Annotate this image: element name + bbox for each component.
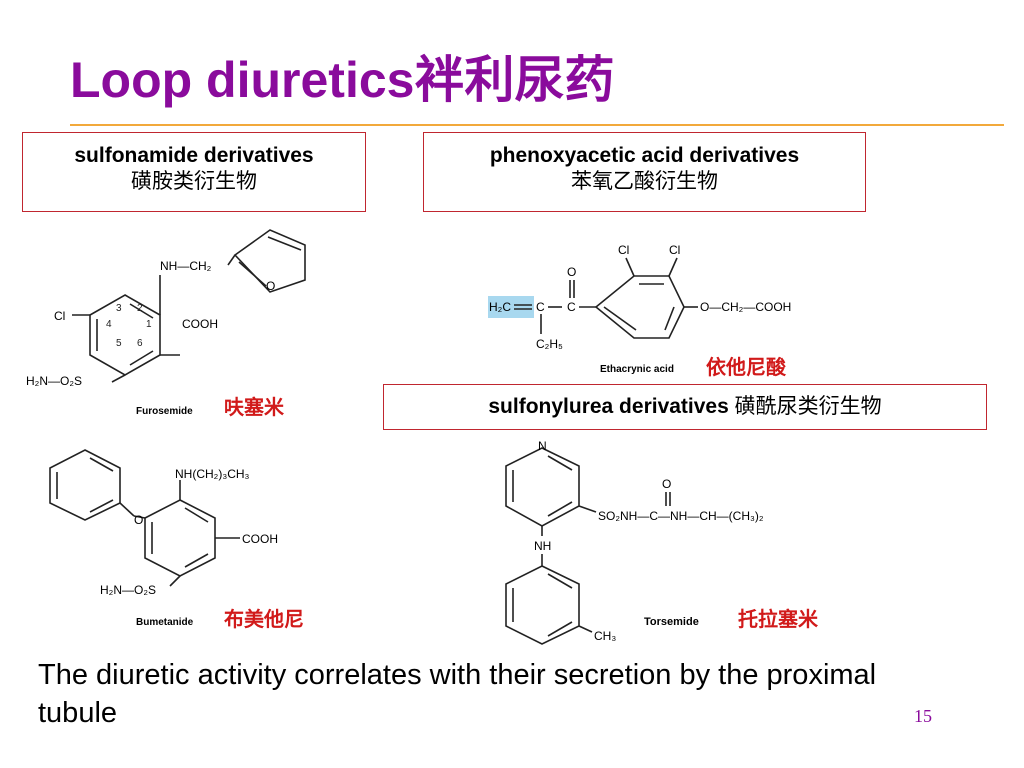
ethacrynic-c1: C	[536, 300, 545, 314]
furosemide-cooh: COOH	[182, 317, 218, 331]
sulfonamide-en: sulfonamide derivatives	[74, 144, 314, 167]
ring-num-4: 4	[106, 319, 112, 330]
sulfonylurea-cn: 磺酰尿类衍生物	[734, 395, 882, 418]
ethacrynic-side-chain: O—CH₂—COOH	[700, 300, 791, 314]
vinyl-highlight	[488, 296, 534, 318]
sulfonylurea-box: sulfonylurea derivatives 磺酰尿类衍生物	[383, 384, 987, 430]
ethacrynic-cl-1: Cl	[618, 243, 629, 257]
ring-num-2: 2	[137, 303, 143, 314]
phenoxyacetic-box: phenoxyacetic acid derivatives 苯氧乙酸衍生物	[423, 132, 866, 212]
footer-statement: The diuretic activity correlates with th…	[38, 659, 877, 729]
bumetanide-sulfonamide: H₂N—O₂S	[100, 583, 156, 597]
furosemide-name: Furosemide	[136, 406, 193, 417]
ethacrynic-cl-2: Cl	[669, 243, 680, 257]
bumetanide-butylamine: NH(CH₂)₃CH₃	[175, 467, 250, 481]
torsemide-carbonyl-o: O	[662, 477, 671, 491]
page-number: 15	[914, 706, 932, 726]
ethacrynic-structure: H₂C C C O C₂H₅ Cl Cl O—CH₂—COOH Ethacryn…	[488, 243, 791, 379]
slide-title: Loop diuretics袢利尿药	[70, 52, 615, 108]
furosemide-furan-o: O	[266, 279, 275, 293]
ring-num-6: 6	[137, 338, 143, 349]
ring-num-5: 5	[116, 338, 122, 349]
bumetanide-name: Bumetanide	[136, 617, 194, 628]
furosemide-structure: NH—CH₂ O Cl COOH H₂N—O₂S 3 2 4 1 5 6 Fur…	[26, 229, 306, 419]
bumetanide-structure: NH(CH₂)₃CH₃ O COOH H₂N—O₂S Bumetanide 布美…	[49, 449, 304, 631]
ring-num-3: 3	[116, 303, 122, 314]
ethacrynic-c2: C	[567, 300, 576, 314]
ring-num-1: 1	[146, 319, 152, 330]
ethacrynic-h2c: H₂C	[489, 300, 511, 314]
sulfonylurea-en: sulfonylurea derivatives	[488, 395, 729, 418]
sulfonamide-cn: 磺胺类衍生物	[131, 170, 257, 193]
phenoxyacetic-en: phenoxyacetic acid derivatives	[489, 144, 800, 167]
sulfonamide-box: sulfonamide derivatives 磺胺类衍生物	[22, 132, 366, 212]
furosemide-nh-ch2: NH—CH₂	[160, 259, 212, 273]
bumetanide-cooh: COOH	[242, 532, 278, 546]
furosemide-cn-name: 呋塞米	[224, 395, 285, 419]
furosemide-cl: Cl	[54, 309, 65, 323]
phenoxyacetic-cn: 苯氧乙酸衍生物	[571, 170, 718, 193]
torsemide-pyridine-n: N	[538, 439, 547, 453]
furosemide-sulfonamide: H₂N—O₂S	[26, 374, 82, 388]
torsemide-nh: NH	[534, 539, 551, 553]
ethacrynic-cn-name: 依他尼酸	[706, 355, 787, 379]
torsemide-structure: N NH O SO₂NH—C—NH—CH—(CH₃)₂ CH₃ Torsemid…	[505, 439, 819, 645]
bumetanide-ether-o: O	[134, 513, 143, 527]
ethacrynic-carbonyl-o: O	[567, 265, 576, 279]
torsemide-side-chain: SO₂NH—C—NH—CH—(CH₃)₂	[598, 509, 764, 523]
torsemide-cn-name: 托拉塞米	[738, 607, 819, 631]
torsemide-name: Torsemide	[644, 616, 699, 628]
title-divider	[70, 124, 1004, 126]
bumetanide-cn-name: 布美他尼	[224, 607, 304, 631]
ethacrynic-name: Ethacrynic acid	[600, 364, 674, 375]
torsemide-ch3: CH₃	[594, 629, 616, 643]
ethacrynic-c2h5: C₂H₅	[536, 337, 563, 351]
